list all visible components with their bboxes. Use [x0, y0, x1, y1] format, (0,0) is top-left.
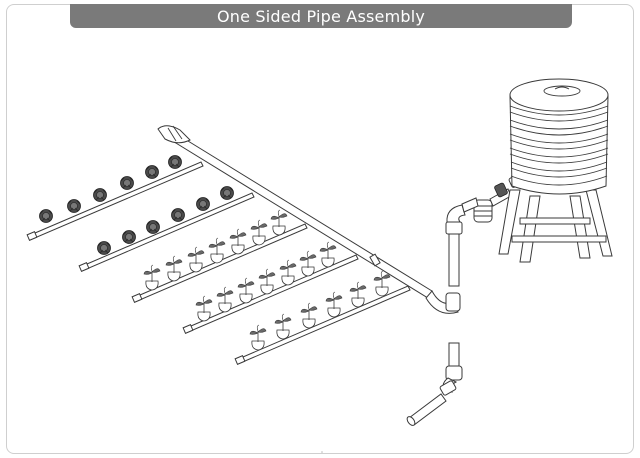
cabbage-plant-icon	[97, 241, 111, 255]
cabbage-plant-icon	[39, 209, 53, 223]
seedling-plant-icon	[208, 237, 226, 264]
seedling-plant-icon	[274, 313, 292, 340]
seedling-plant-icon	[300, 302, 318, 329]
lateral-line-2	[78, 192, 255, 272]
seedling-plant-icon	[195, 295, 213, 322]
seedling-plant-icon	[229, 228, 247, 255]
seedling-plant-icon	[270, 209, 288, 236]
plant-row-1	[39, 155, 182, 223]
seedling-plant-icon	[319, 241, 337, 268]
main-header-pipe	[157, 125, 461, 314]
seedling-plant-icon	[349, 281, 367, 308]
cabbage-plant-icon	[220, 186, 234, 200]
end-cap-icon	[157, 125, 191, 144]
loose-fitting-assembly	[406, 342, 463, 426]
seedling-plant-icon	[143, 264, 161, 291]
cabbage-plant-icon	[171, 208, 185, 222]
lateral-line-5	[234, 285, 411, 365]
lateral-line-3	[131, 223, 308, 303]
seedling-plant-icon	[299, 250, 317, 277]
lateral-line-4	[182, 254, 359, 334]
cabbage-plant-icon	[146, 220, 160, 234]
cabbage-plant-icon	[196, 197, 210, 211]
seedling-plant-icon	[250, 219, 268, 246]
seedling-plant-icon	[279, 259, 297, 286]
seedling-plant-icon	[249, 324, 267, 351]
cabbage-plant-icon	[145, 165, 159, 179]
seedling-plant-icon	[325, 291, 343, 318]
cabbage-plant-icon	[120, 176, 134, 190]
seedling-plant-icon	[237, 277, 255, 304]
cabbage-plant-icon	[122, 230, 136, 244]
seedling-plant-icon	[165, 255, 183, 282]
cabbage-plant-icon	[93, 188, 107, 202]
lateral-line-1	[26, 161, 204, 241]
cabbage-plant-icon	[67, 199, 81, 213]
page-title: One Sided Pipe Assembly	[216, 6, 426, 26]
seedling-plant-icon	[258, 268, 276, 295]
water-tank-icon	[498, 78, 613, 263]
elbow-fitting-icon	[425, 290, 461, 314]
seedling-plant-icon	[187, 246, 205, 273]
title-bar: One Sided Pipe Assembly	[70, 4, 572, 28]
plant-row-3	[143, 209, 288, 291]
cabbage-plant-icon	[168, 155, 182, 169]
filter-icon	[461, 197, 493, 223]
riser-pipe	[445, 174, 524, 287]
seedling-plant-icon	[216, 286, 234, 313]
seedling-plant-icon	[373, 270, 391, 297]
plant-row-5	[249, 270, 391, 351]
